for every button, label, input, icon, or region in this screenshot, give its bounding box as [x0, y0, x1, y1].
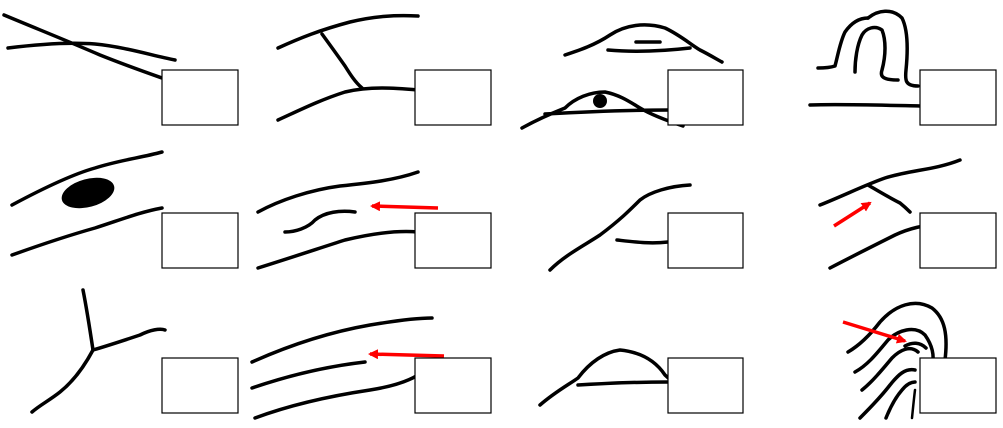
panel-9-sketch	[30, 288, 167, 414]
red-arrow-icon	[368, 349, 445, 360]
answer-box-3[interactable]	[667, 69, 744, 126]
panel-1-sketch	[2, 13, 177, 80]
answer-box-7[interactable]	[667, 212, 744, 269]
answer-box-8[interactable]	[919, 212, 997, 269]
answer-box-4[interactable]	[919, 69, 997, 126]
panel-2-sketch	[276, 13, 420, 122]
panel-3-sketch	[520, 23, 724, 130]
panel-12-sketch	[842, 301, 948, 420]
answer-box-1[interactable]	[161, 69, 239, 126]
answer-box-12[interactable]	[919, 357, 997, 414]
panel-10-sketch	[250, 316, 445, 420]
panel-7-sketch	[548, 183, 692, 272]
eye-dot-icon	[593, 94, 607, 108]
answer-box-9[interactable]	[161, 357, 239, 414]
answer-box-5[interactable]	[161, 212, 239, 269]
answer-box-10[interactable]	[414, 357, 492, 414]
red-arrow-icon	[370, 201, 439, 212]
panel-4-sketch	[808, 9, 922, 108]
red-arrow-icon	[833, 201, 872, 228]
answer-box-2[interactable]	[414, 69, 492, 126]
red-arrow-icon	[842, 320, 907, 344]
panel-5-sketch	[10, 150, 164, 257]
answer-box-11[interactable]	[667, 357, 744, 414]
panel-11-sketch	[538, 348, 687, 407]
dark-oval-icon	[61, 177, 115, 209]
panel-6-sketch	[256, 170, 439, 270]
answer-box-6[interactable]	[414, 212, 492, 269]
